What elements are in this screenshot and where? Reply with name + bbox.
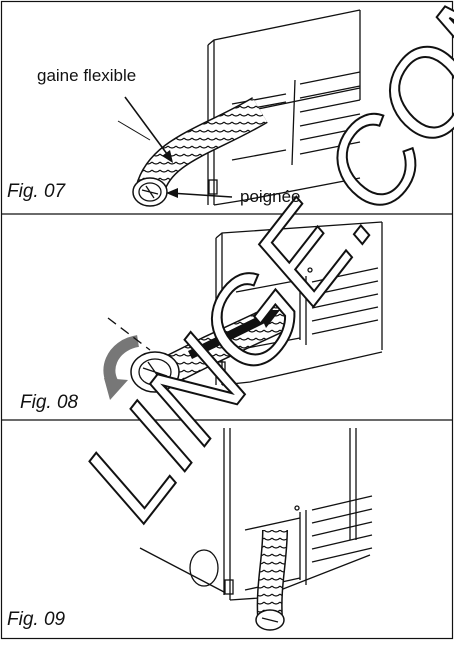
fig08-caption: Fig. 08 [20,392,79,413]
fig09-caption: Fig. 09 [7,609,66,630]
callout-hose-label: gaine flexible [37,66,137,85]
flexible-hose [255,529,288,631]
rotate-arrow-icon [104,378,128,400]
fig07-drawing [117,9,361,207]
fig08-drawing [103,221,383,400]
flexible-hose [132,97,268,207]
fig09-drawing [139,428,373,631]
callout-handle-label: poignée [240,187,301,206]
fig07-caption: Fig. 07 [7,181,66,202]
